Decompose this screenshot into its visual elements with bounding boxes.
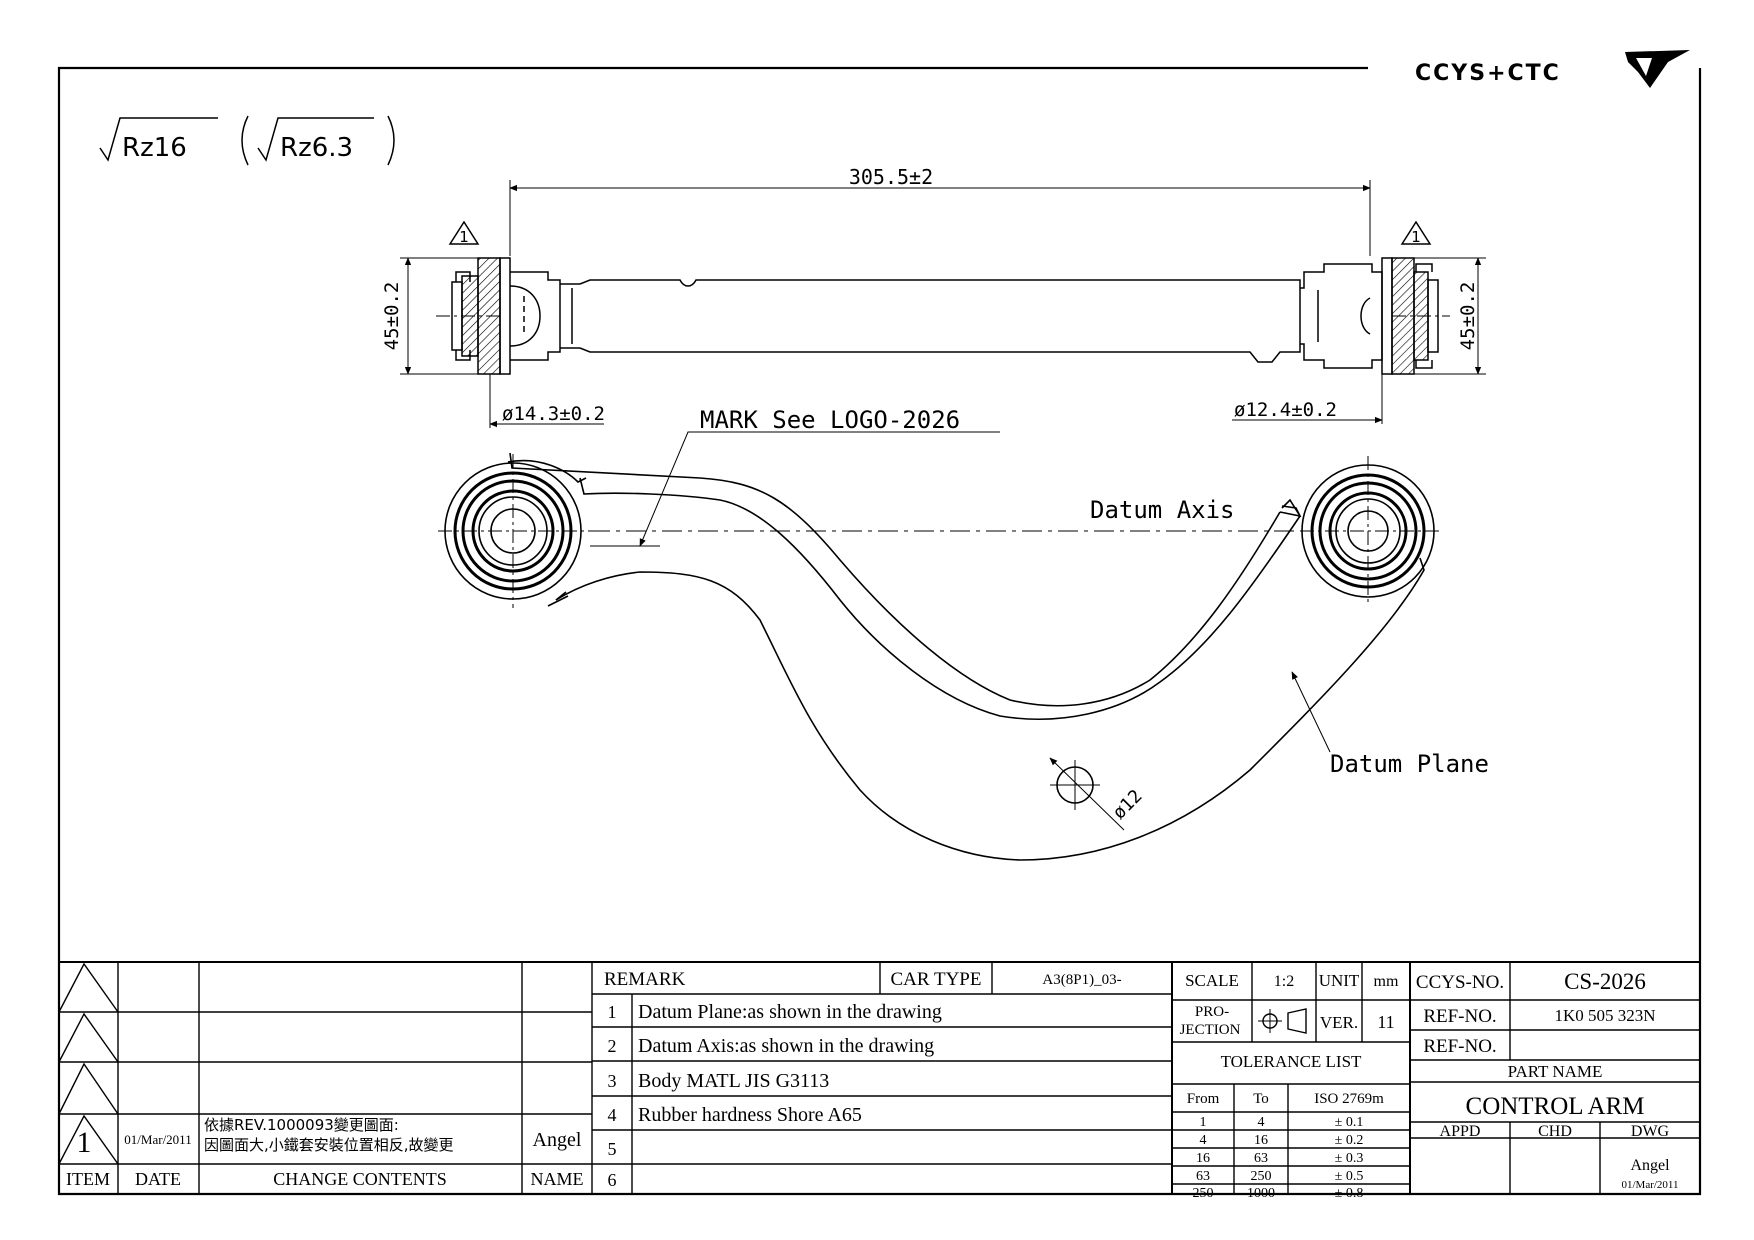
car-type-label: CAR TYPE xyxy=(891,969,982,990)
remark-text-1: Datum Plane:as shown in the drawing xyxy=(638,1001,942,1023)
hole-dimension: ø12 xyxy=(1109,786,1147,824)
ref-no2-label: REF-NO. xyxy=(1423,1036,1496,1057)
remark-no-2: 2 xyxy=(608,1036,617,1056)
revision-name: Angel xyxy=(533,1129,582,1151)
remark-no-6: 6 xyxy=(608,1170,617,1190)
tol-from-5: 250 xyxy=(1193,1186,1214,1201)
revision-item-number: 1 xyxy=(77,1126,92,1159)
revision-triangle-right-icon xyxy=(1400,220,1432,245)
tol-value-2: ± 0.2 xyxy=(1335,1133,1364,1148)
dwg-date: 01/Mar/2011 xyxy=(1621,1179,1678,1191)
tolerance-block: SCALE 1:2 UNIT mm PRO- JECTION VER. 11 T… xyxy=(1180,971,1399,1201)
datum-axis-label: Datum Axis xyxy=(1090,496,1235,524)
ver-label: VER. xyxy=(1320,1013,1358,1032)
tol-from-3: 16 xyxy=(1196,1151,1210,1166)
tol-from-1: 1 xyxy=(1200,1115,1207,1130)
surface-finish-symbols: Rz16 Rz6.3 xyxy=(99,115,395,166)
company-logo: CCYS+CTC xyxy=(1415,50,1690,88)
title-block-grid xyxy=(58,961,1700,1194)
scale-value: 1:2 xyxy=(1274,973,1294,990)
tolerance-title: TOLERANCE LIST xyxy=(1221,1052,1362,1071)
tol-value-5: ± 0.8 xyxy=(1335,1186,1364,1201)
ref-no-value: 1K0 505 323N xyxy=(1554,1006,1655,1025)
right-height-dimension: 45±0.2 xyxy=(1457,282,1479,351)
dwg-label: DWG xyxy=(1631,1123,1670,1140)
header-item: ITEM xyxy=(66,1169,110,1189)
left-height-dimension: 45±0.2 xyxy=(381,282,403,351)
tol-value-4: ± 0.5 xyxy=(1335,1169,1364,1184)
remark-text-3: Body MATL JIS G3113 xyxy=(638,1070,829,1092)
tol-value-3: ± 0.3 xyxy=(1335,1151,1364,1166)
remark-table: REMARK CAR TYPE A3(8P1)_03- 1 Datum Plan… xyxy=(604,969,1122,1190)
tol-header-to: To xyxy=(1253,1091,1269,1107)
revision-marker-left: 1 xyxy=(459,228,469,246)
revision-date: 01/Mar/2011 xyxy=(124,1132,191,1147)
projection-label-1: PRO- xyxy=(1195,1004,1229,1020)
part-name-label: PART NAME xyxy=(1508,1062,1603,1081)
datum-plane-label: Datum Plane xyxy=(1330,750,1489,778)
remark-text-2: Datum Axis:as shown in the drawing xyxy=(638,1035,934,1057)
surface-finish-secondary: Rz6.3 xyxy=(280,133,353,163)
revision-contents-line1: 依據REV.1000093變更圖面: xyxy=(204,1116,399,1134)
logo-text: CCYS+CTC xyxy=(1415,61,1561,86)
projection-label-2: JECTION xyxy=(1180,1022,1241,1038)
surface-finish-primary: Rz16 xyxy=(122,133,187,163)
remark-no-4: 4 xyxy=(608,1105,617,1125)
front-view xyxy=(438,431,1440,861)
tol-from-4: 63 xyxy=(1196,1169,1210,1184)
remark-text-4: Rubber hardness Shore A65 xyxy=(638,1104,862,1126)
remark-header: REMARK xyxy=(604,969,686,990)
chd-label: CHD xyxy=(1538,1123,1572,1140)
remark-no-5: 5 xyxy=(608,1139,617,1159)
dwg-name: Angel xyxy=(1630,1157,1670,1174)
tol-value-1: ± 0.1 xyxy=(1335,1115,1364,1130)
tol-to-5: 1000 xyxy=(1247,1186,1275,1201)
revision-triangle-left-icon xyxy=(448,220,480,245)
tol-header-iso: ISO 2769m xyxy=(1314,1091,1384,1107)
ref-no-label: REF-NO. xyxy=(1423,1006,1496,1027)
remark-no-3: 3 xyxy=(608,1071,617,1091)
mark-annotation: MARK See LOGO-2026 xyxy=(700,406,960,434)
ccys-no-value: CS-2026 xyxy=(1564,969,1646,994)
left-bore-dimension: ø14.3±0.2 xyxy=(502,403,605,425)
revision-table: ITEM DATE CHANGE CONTENTS NAME 1 01/Mar/… xyxy=(66,1116,584,1189)
tol-header-from: From xyxy=(1187,1091,1220,1107)
logo-emblem-icon xyxy=(1625,50,1690,88)
part-name-value: CONTROL ARM xyxy=(1466,1093,1645,1120)
appd-label: APPD xyxy=(1440,1123,1481,1140)
ver-value: 11 xyxy=(1377,1012,1394,1032)
right-bore-dimension: ø12.4±0.2 xyxy=(1234,399,1337,421)
ccys-no-label: CCYS-NO. xyxy=(1416,972,1504,993)
tol-to-3: 63 xyxy=(1254,1151,1268,1166)
remark-no-1: 1 xyxy=(608,1002,617,1022)
drawing-frame xyxy=(57,66,1702,1196)
revision-contents-line2: 因圖面大,小鐵套安裝位置相反,故變更 xyxy=(204,1136,454,1154)
tol-to-4: 250 xyxy=(1251,1169,1272,1184)
tol-to-1: 4 xyxy=(1258,1115,1265,1130)
part-info-block: CCYS-NO. CS-2026 REF-NO. 1K0 505 323N RE… xyxy=(1416,969,1679,1191)
header-name: NAME xyxy=(531,1169,584,1189)
top-view xyxy=(400,180,1486,428)
header-change-contents: CHANGE CONTENTS xyxy=(273,1169,447,1189)
tol-from-2: 4 xyxy=(1200,1133,1207,1148)
tol-to-2: 16 xyxy=(1254,1133,1268,1148)
unit-label: UNIT xyxy=(1319,971,1360,990)
overall-length-dimension: 305.5±2 xyxy=(849,165,933,189)
scale-label: SCALE xyxy=(1185,971,1239,990)
header-date: DATE xyxy=(135,1169,181,1189)
car-type-value: A3(8P1)_03- xyxy=(1042,972,1121,988)
unit-value: mm xyxy=(1374,973,1399,990)
revision-marker-right: 1 xyxy=(1411,228,1421,246)
